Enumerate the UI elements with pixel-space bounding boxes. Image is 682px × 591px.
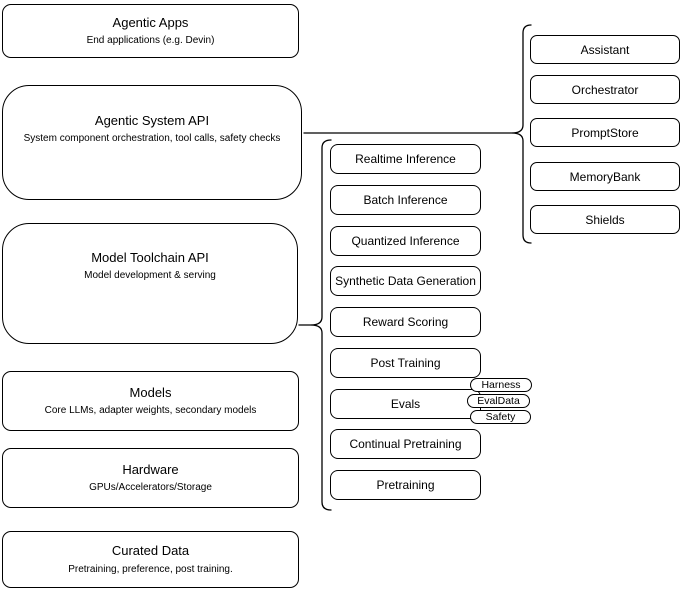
box-model-toolchain-api: Model Toolchain API Model development & … xyxy=(2,223,298,344)
box-agentic-system-api: Agentic System API System component orch… xyxy=(2,85,302,200)
box-models: Models Core LLMs, adapter weights, secon… xyxy=(2,371,299,431)
pill-evaldata: EvalData xyxy=(467,394,530,408)
orchestrator-label: Orchestrator xyxy=(571,82,639,97)
realtime-inference-label: Realtime Inference xyxy=(355,152,456,166)
models-title: Models xyxy=(129,384,172,400)
continual-pretraining-label: Continual Pretraining xyxy=(349,437,462,451)
reward-scoring-label: Reward Scoring xyxy=(362,315,449,329)
memorybank-label: MemoryBank xyxy=(569,169,641,184)
box-quantized-inference: Quantized Inference xyxy=(330,226,481,256)
hardware-subtitle: GPUs/Accelerators/Storage xyxy=(89,482,212,494)
box-orchestrator: Orchestrator xyxy=(530,75,680,104)
model-toolchain-api-title: Model Toolchain API xyxy=(91,250,209,265)
shields-label: Shields xyxy=(585,212,625,227)
batch-inference-label: Batch Inference xyxy=(363,193,448,207)
box-promptstore: PromptStore xyxy=(530,118,680,147)
box-continual-pretraining: Continual Pretraining xyxy=(330,429,481,459)
box-post-training: Post Training xyxy=(330,348,481,378)
post-training-label: Post Training xyxy=(370,356,441,370)
promptstore-label: PromptStore xyxy=(571,125,639,140)
curated-data-title: Curated Data xyxy=(111,543,190,559)
agentic-system-api-title: Agentic System API xyxy=(94,113,210,128)
box-curated-data: Curated Data Pretraining, preference, po… xyxy=(2,531,299,588)
evaldata-label: EvalData xyxy=(477,394,520,407)
assistant-label: Assistant xyxy=(580,42,630,57)
agentic-apps-title: Agentic Apps xyxy=(112,14,189,30)
agentic-apps-subtitle: End applications (e.g. Devin) xyxy=(86,35,215,47)
box-reward-scoring: Reward Scoring xyxy=(330,307,481,337)
hardware-title: Hardware xyxy=(122,461,179,477)
box-evals: Evals xyxy=(330,389,481,419)
agentic-system-api-subtitle: System component orchestration, tool cal… xyxy=(23,133,281,145)
curated-data-subtitle: Pretraining, preference, post training. xyxy=(68,563,233,575)
pill-harness: Harness xyxy=(470,378,532,392)
evals-label: Evals xyxy=(390,397,421,411)
system-components-brace xyxy=(511,24,532,244)
box-agentic-apps: Agentic Apps End applications (e.g. Devi… xyxy=(2,4,299,58)
box-synthetic-data-generation: Synthetic Data Generation xyxy=(330,266,481,296)
toolchain-components-brace xyxy=(310,139,332,511)
pill-safety: Safety xyxy=(470,410,531,424)
box-realtime-inference: Realtime Inference xyxy=(330,144,481,174)
harness-label: Harness xyxy=(481,378,521,391)
quantized-inference-label: Quantized Inference xyxy=(351,234,460,248)
box-memorybank: MemoryBank xyxy=(530,162,680,191)
box-hardware: Hardware GPUs/Accelerators/Storage xyxy=(2,448,299,508)
box-assistant: Assistant xyxy=(530,35,680,64)
models-subtitle: Core LLMs, adapter weights, secondary mo… xyxy=(44,405,257,417)
model-toolchain-api-subtitle: Model development & serving xyxy=(84,270,216,282)
box-batch-inference: Batch Inference xyxy=(330,185,481,215)
synthetic-data-generation-label: Synthetic Data Generation xyxy=(335,274,476,288)
box-shields: Shields xyxy=(530,205,680,234)
box-pretraining: Pretraining xyxy=(330,470,481,500)
safety-label: Safety xyxy=(485,410,516,423)
pretraining-label: Pretraining xyxy=(376,478,435,492)
